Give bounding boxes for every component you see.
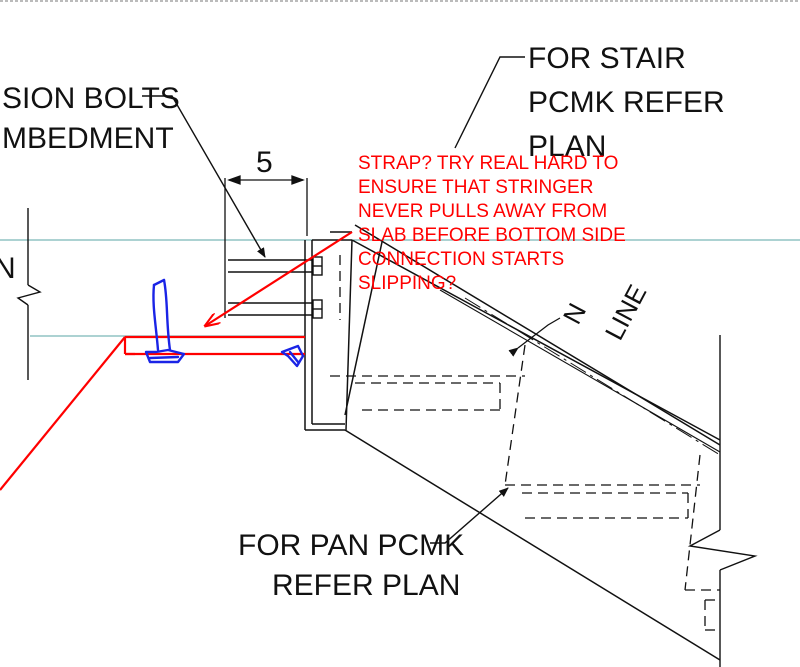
anchor-leader — [142, 95, 266, 258]
centerline — [464, 297, 721, 456]
pan-leader — [430, 487, 509, 544]
dimension-5 — [224, 175, 308, 318]
elevation-break-marker — [16, 208, 42, 380]
callout-stair-line2: PCMK REFER — [528, 86, 725, 119]
callout-anchor-line1: SION BOLTS — [2, 82, 180, 115]
rotated-label-leader — [508, 317, 561, 357]
callout-pan-line1: FOR PAN PCMK — [238, 529, 464, 562]
markup-strap-sketch — [0, 335, 305, 491]
stair-pans-hidden — [330, 255, 720, 631]
stair-leader — [454, 56, 525, 149]
dimension-value: 5 — [256, 146, 273, 179]
markup-note-line2: ENSURE THAT STRINGER — [358, 177, 593, 198]
rotated-label-line2: LINE — [599, 280, 653, 345]
markup-note-line5: CONNECTION STARTS — [358, 249, 564, 270]
callout-stair-line1: FOR STAIR — [528, 42, 686, 75]
anchor-bolts — [228, 256, 323, 319]
bracket-plate — [304, 239, 353, 431]
markup-note-line6: SLIPPING? — [358, 273, 456, 294]
markup-arrow — [205, 231, 353, 326]
markup-note-line3: NEVER PULLS AWAY FROM — [358, 201, 607, 222]
rotated-label-line1: N — [557, 298, 592, 329]
stringer — [330, 224, 721, 661]
callout-stair-line3: PLAN — [528, 130, 606, 163]
callout-anchor-line2: MBEDMENT — [2, 122, 174, 155]
markup-note: STRAP? TRY REAL HARD TO ENSURE THAT STRI… — [358, 153, 626, 294]
elevation-letter: N — [0, 252, 16, 285]
callout-pan-line2: REFER PLAN — [272, 569, 460, 602]
wall-break-line — [687, 335, 758, 667]
markup-blue-sketch — [144, 278, 305, 368]
markup-note-line4: SLAB BEFORE BOTTOM SIDE — [358, 225, 626, 246]
markup-note-line1: STRAP? TRY REAL HARD TO — [358, 153, 618, 174]
